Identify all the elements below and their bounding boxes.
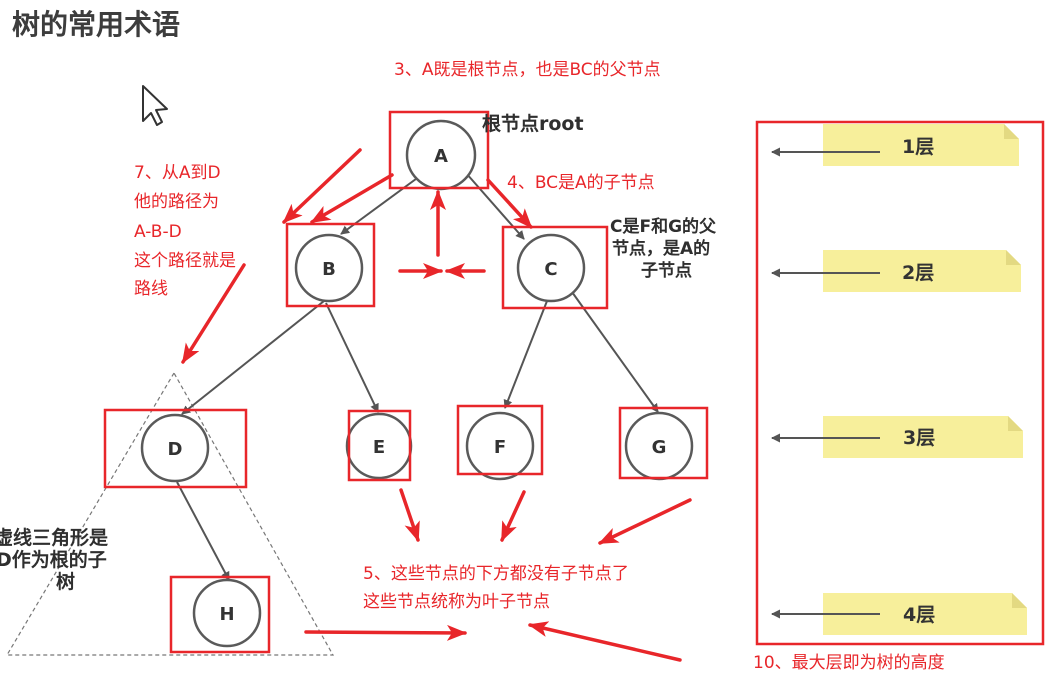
subtree-line-2: D作为根的子 bbox=[0, 548, 107, 571]
annotation-leaves: 5、这些节点的下方都没有子节点了 这些节点统称为叶子节点 bbox=[363, 564, 629, 612]
page-title: 树的常用术语 bbox=[12, 8, 180, 41]
annotation-bc-children: 4、BC是A的子节点 bbox=[507, 173, 655, 193]
edge-d-h bbox=[176, 481, 230, 581]
levels-panel: 1层 2层 3层 4层 bbox=[771, 124, 1027, 635]
highlight-box-h bbox=[169, 575, 271, 654]
level-3-sticky-note bbox=[823, 416, 1023, 458]
level-4-sticky-note bbox=[823, 593, 1027, 635]
subtree-label: 虚线三角形是 D作为根的子 树 bbox=[0, 526, 108, 593]
highlight-box-a bbox=[388, 110, 490, 190]
tree-edges bbox=[176, 172, 659, 581]
level-3-label: 3层 bbox=[903, 427, 935, 449]
annotation-path-line-2: 他的路径为 bbox=[134, 192, 219, 212]
c-parent-line-2: 节点，是A的 bbox=[612, 238, 710, 259]
node-h-label: H bbox=[219, 604, 234, 625]
red-arrow-a-to-b bbox=[310, 173, 394, 224]
node-d: D bbox=[140, 413, 210, 483]
red-arrows bbox=[181, 148, 692, 662]
annotation-path-line-1: 7、从A到D bbox=[134, 163, 221, 183]
red-arrow-to-b bbox=[282, 148, 362, 224]
annotation-path-line-4: 这个路径就是 bbox=[134, 251, 236, 271]
node-e-label: E bbox=[373, 437, 385, 458]
node-b: B bbox=[294, 233, 364, 303]
highlight-box-e bbox=[347, 409, 412, 482]
annotation-height: 10、最大层即为树的高度 bbox=[753, 653, 945, 673]
edge-a-b bbox=[340, 175, 421, 235]
annotation-path: 7、从A到D 他的路径为 A-B-D 这个路径就是 路线 bbox=[134, 163, 236, 299]
highlight-box-g bbox=[618, 406, 709, 480]
highlight-box-b bbox=[285, 222, 376, 308]
node-g: G bbox=[624, 411, 694, 481]
node-c-label: C bbox=[544, 259, 557, 280]
level-3: 3层 bbox=[771, 416, 1023, 458]
edge-b-e bbox=[325, 302, 379, 413]
red-arrow-leaf-h bbox=[304, 624, 467, 641]
level-4-label: 4层 bbox=[903, 604, 935, 626]
level-2-label: 2层 bbox=[902, 262, 934, 284]
node-f-label: F bbox=[494, 437, 506, 458]
node-a: A bbox=[405, 119, 477, 191]
edge-b-d bbox=[181, 300, 325, 415]
levels-panel-box bbox=[755, 120, 1045, 646]
annotation-path-line-3: A-B-D bbox=[134, 222, 182, 242]
red-arrow-path-to-d bbox=[181, 263, 246, 364]
highlight-box-c bbox=[501, 225, 609, 310]
c-parent-line-3: 子节点 bbox=[641, 260, 692, 281]
annotation-path-line-5: 路线 bbox=[134, 279, 168, 299]
node-b-label: B bbox=[322, 259, 336, 280]
node-d-label: D bbox=[168, 439, 183, 460]
node-h: H bbox=[192, 578, 262, 648]
annotation-a-parent: 3、A既是根节点，也是BC的父节点 bbox=[394, 60, 661, 80]
level-4: 4层 bbox=[771, 593, 1027, 635]
red-arrow-leaf-g bbox=[598, 498, 692, 545]
level-1: 1层 bbox=[771, 124, 1019, 166]
root-label: 根节点root bbox=[482, 112, 584, 135]
c-parent-line-1: C是F和G的父 bbox=[610, 216, 717, 237]
level-2: 2层 bbox=[771, 250, 1021, 292]
highlight-box-d bbox=[103, 408, 248, 489]
subtree-triangle bbox=[5, 371, 335, 656]
red-arrow-leaf-e bbox=[399, 488, 420, 542]
subtree-line-1: 虚线三角形是 bbox=[0, 526, 108, 549]
c-parent-label: C是F和G的父 节点，是A的 子节点 bbox=[610, 216, 717, 281]
annotation-leaves-line-1: 5、这些节点的下方都没有子节点了 bbox=[363, 564, 629, 584]
node-e: E bbox=[345, 412, 413, 480]
node-c: C bbox=[516, 233, 586, 303]
red-arrow-leaf-f bbox=[500, 490, 526, 542]
red-arrow-leaf-list bbox=[528, 621, 682, 662]
annotation-leaves-line-2: 这些节点统称为叶子节点 bbox=[363, 592, 550, 612]
subtree-line-3: 树 bbox=[56, 570, 75, 593]
level-2-sticky-note bbox=[823, 250, 1021, 292]
highlight-box-f bbox=[456, 404, 544, 476]
node-a-label: A bbox=[434, 146, 448, 167]
level-1-sticky-note bbox=[823, 124, 1019, 166]
red-arrow-a-to-c bbox=[486, 178, 533, 229]
edge-c-g bbox=[571, 291, 659, 413]
mouse-cursor-icon bbox=[142, 85, 168, 126]
node-f: F bbox=[465, 411, 535, 481]
node-g-label: G bbox=[652, 437, 667, 458]
level-1-label: 1层 bbox=[902, 136, 934, 158]
edge-c-f bbox=[503, 300, 548, 409]
highlight-boxes bbox=[103, 110, 1045, 654]
